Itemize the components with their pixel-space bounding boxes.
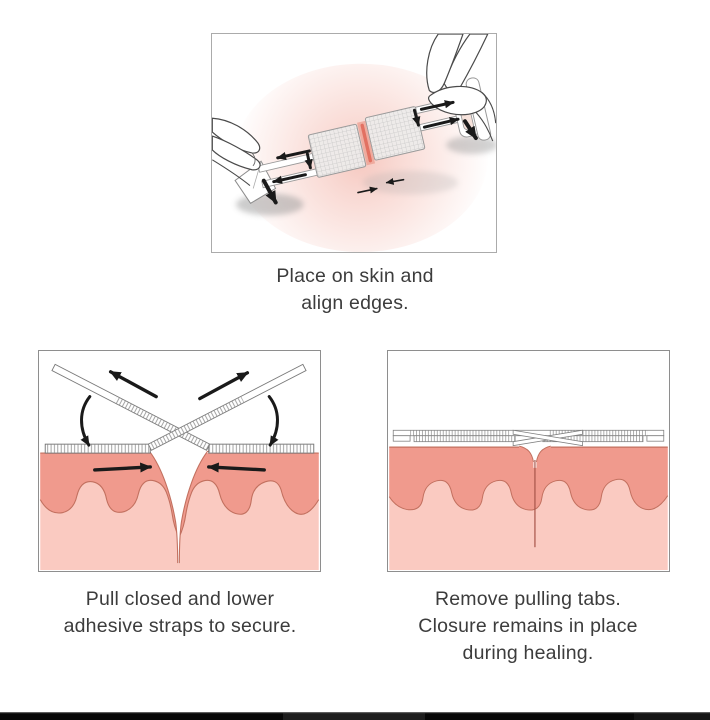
wound-funnel-edge-right xyxy=(535,445,551,463)
arrow-left-strap-lower-icon xyxy=(272,173,307,184)
strap-end-right xyxy=(646,435,665,442)
pull-direction-arrows xyxy=(261,100,478,205)
hand-right-edge-line-2 xyxy=(475,111,494,142)
adhesive-pad-left xyxy=(307,123,367,178)
step-2-caption: Pull closed and lower adhesive straps to… xyxy=(20,586,340,640)
hand-left-finger-2 xyxy=(212,135,261,171)
arrow-skin-close-right-icon xyxy=(93,462,152,473)
bottom-bar-top-edge xyxy=(0,712,710,714)
strap-main-right-hatch xyxy=(542,435,643,442)
hand-right xyxy=(426,34,496,142)
wound-opening xyxy=(149,451,208,564)
step-1-drawing xyxy=(212,34,496,252)
hand-left-fingertip-line xyxy=(251,152,256,167)
step-1-caption-line-2: align edges. xyxy=(301,292,409,314)
pull-strap-cross-right-hatch xyxy=(148,396,245,451)
arrow-right-strap-lower-icon xyxy=(422,117,460,129)
adhesive-strips xyxy=(44,443,315,454)
wound-wall-left xyxy=(148,450,179,564)
step-3-caption-line-3: during healing. xyxy=(462,642,594,664)
step-3-caption-line-1: Remove pulling tabs. xyxy=(434,588,622,610)
step-3-drawing xyxy=(388,429,669,571)
arrow-pull-up-right-icon xyxy=(198,371,250,401)
step-1-caption: Place on skin and align edges. xyxy=(205,263,505,317)
step-2-illustration-panel xyxy=(38,350,321,572)
bottom-bar-segment-2 xyxy=(283,713,425,720)
crossed-pull-straps xyxy=(51,363,307,451)
arrow-skin-close-left-icon xyxy=(207,462,266,473)
strap-crossing-b xyxy=(512,429,583,447)
hand-right-edge-line-1 xyxy=(481,92,496,124)
bottom-bar-segment-3 xyxy=(634,713,710,720)
device-shadow xyxy=(362,170,459,195)
arrow-left-tab-down-icon xyxy=(261,178,278,205)
wound-funnel xyxy=(519,441,551,468)
arrow-skin-right-small-icon xyxy=(357,186,378,194)
hand-left xyxy=(212,117,261,187)
arrow-skin-left-small-icon xyxy=(385,178,405,185)
step-3-illustration-panel xyxy=(387,350,670,572)
arrow-right-strap-upper-icon xyxy=(419,100,455,111)
strap-end-left xyxy=(392,435,411,442)
wound-wall-right xyxy=(178,450,209,564)
wound-funnel-edge-left xyxy=(518,445,534,463)
wound-line xyxy=(360,123,373,163)
flat-closure-straps xyxy=(392,429,665,447)
arrow-right-tab-down-icon xyxy=(463,119,478,141)
adhesive-strip-left-hatch xyxy=(45,444,151,454)
arrow-left-strap-upper-icon xyxy=(276,149,311,161)
step-2-caption-line-2: adhesive straps to secure. xyxy=(63,615,297,637)
arrow-down-left-small-icon xyxy=(304,152,313,170)
adhesive-pad-right xyxy=(364,106,426,161)
step-2-caption-line-1: Pull closed and lower xyxy=(85,588,275,610)
step-3-caption: Remove pulling tabs. Closure remains in … xyxy=(368,586,688,667)
motion-arrows xyxy=(80,370,279,473)
pull-strap-cross-left-hatch xyxy=(113,396,210,451)
arrow-down-right-small-icon xyxy=(412,108,421,127)
strap-main-left-hatch xyxy=(414,435,516,442)
step-1-caption-line-1: Place on skin and xyxy=(276,265,434,287)
hand-left-wrist-line xyxy=(212,159,251,187)
step-1-illustration-panel xyxy=(211,33,497,253)
adhesive-strip-right-hatch xyxy=(208,444,314,454)
arrow-lower-right-curved-icon xyxy=(267,395,279,447)
skin-epidermis xyxy=(389,447,668,511)
bottom-cutoff-bar xyxy=(0,712,710,720)
epidermis-dermis-boundary xyxy=(388,478,669,511)
step-2-drawing xyxy=(39,363,320,571)
step-3-caption-line-2: Closure remains in place xyxy=(418,615,638,637)
strap-top-row-hatch-left xyxy=(410,430,510,436)
arrow-pull-up-left-icon xyxy=(108,370,158,399)
strap-top-row-hatch-right xyxy=(548,430,648,436)
arrow-lower-left-curved-icon xyxy=(80,395,92,447)
